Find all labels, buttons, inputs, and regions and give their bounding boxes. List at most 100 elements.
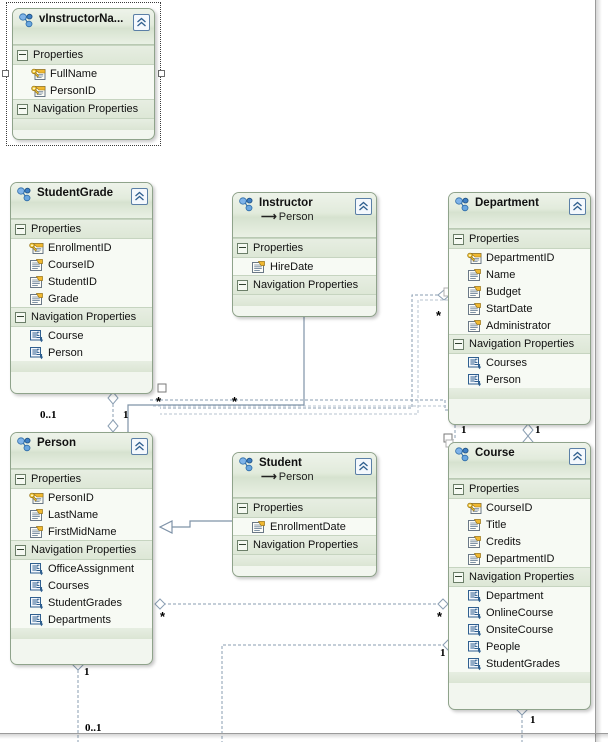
properties-section-header[interactable]: Properties: [449, 229, 590, 249]
navigation-section-header[interactable]: Navigation Properties: [449, 334, 590, 354]
collapse-button[interactable]: [133, 14, 150, 31]
property-row[interactable]: StartDate: [449, 300, 590, 317]
expander-minus-icon[interactable]: [453, 338, 464, 350]
collapse-button[interactable]: [569, 198, 586, 215]
collapse-button[interactable]: [131, 188, 148, 205]
property-row[interactable]: LastName: [11, 506, 152, 523]
collapse-button[interactable]: [131, 438, 148, 455]
chevron-collapse-icon[interactable]: [134, 191, 145, 202]
entity-title-group: Department: [471, 197, 569, 210]
expander-minus-icon[interactable]: [453, 571, 464, 583]
resize-handle[interactable]: [2, 70, 9, 77]
property-row[interactable]: DepartmentID: [449, 249, 590, 266]
chevron-collapse-icon[interactable]: [358, 201, 369, 212]
navigation-row[interactable]: Department: [449, 587, 590, 604]
property-row[interactable]: FirstMidName: [11, 523, 152, 540]
entity-box-person[interactable]: Person Properties PersonID LastName: [10, 432, 153, 665]
navigation-row[interactable]: StudentGrades: [449, 655, 590, 672]
entity-header[interactable]: Instructor⟶Person: [233, 193, 376, 238]
collapse-button[interactable]: [355, 458, 372, 475]
property-row[interactable]: PersonID: [11, 489, 152, 506]
entity-header[interactable]: StudentGrade: [11, 183, 152, 219]
navigation-row[interactable]: Person: [11, 344, 152, 361]
properties-section-header[interactable]: Properties: [233, 498, 376, 518]
resize-handle[interactable]: [158, 70, 165, 77]
navigation-section-header[interactable]: Navigation Properties: [13, 99, 154, 119]
navigation-row[interactable]: OfficeAssignment: [11, 560, 152, 577]
property-row[interactable]: Credits: [449, 533, 590, 550]
navigation-section-header[interactable]: Navigation Properties: [11, 540, 152, 560]
navigation-row[interactable]: Courses: [11, 577, 152, 594]
property-row[interactable]: Budget: [449, 283, 590, 300]
navigation-row[interactable]: OnsiteCourse: [449, 621, 590, 638]
chevron-collapse-icon[interactable]: [134, 441, 145, 452]
expander-minus-icon[interactable]: [15, 311, 26, 323]
property-row[interactable]: CourseID: [11, 256, 152, 273]
entity-header[interactable]: Department: [449, 193, 590, 229]
expander-minus-icon[interactable]: [17, 49, 28, 61]
entity-header[interactable]: Student⟶Person: [233, 453, 376, 498]
entity-header[interactable]: Person: [11, 433, 152, 469]
expander-minus-icon[interactable]: [17, 103, 28, 115]
expander-minus-icon[interactable]: [237, 502, 248, 514]
property-row[interactable]: Grade: [11, 290, 152, 307]
scalar-property-icon: [30, 292, 43, 305]
property-row[interactable]: CourseID: [449, 499, 590, 516]
navigation-row[interactable]: Course: [11, 327, 152, 344]
property-row[interactable]: StudentID: [11, 273, 152, 290]
property-name: StartDate: [486, 302, 533, 315]
expander-minus-icon[interactable]: [237, 279, 248, 291]
navigation-section-header[interactable]: Navigation Properties: [11, 307, 152, 327]
navigation-row[interactable]: Person: [449, 371, 590, 388]
entity-box-instructor[interactable]: Instructor⟶Person Properties HireDate Na…: [232, 192, 377, 317]
property-row[interactable]: EnrollmentDate: [233, 518, 376, 535]
navigation-section-header[interactable]: Navigation Properties: [449, 567, 590, 587]
navigation-section-header[interactable]: Navigation Properties: [233, 275, 376, 295]
properties-section-header[interactable]: Properties: [11, 469, 152, 489]
property-row[interactable]: EnrollmentID: [11, 239, 152, 256]
properties-section-header[interactable]: Properties: [11, 219, 152, 239]
property-row[interactable]: Administrator: [449, 317, 590, 334]
scalar-property-icon: [468, 268, 481, 281]
navigation-row[interactable]: Departments: [11, 611, 152, 628]
entity-box-studentgrade[interactable]: StudentGrade Properties EnrollmentID Cou…: [10, 182, 153, 394]
chevron-collapse-icon[interactable]: [136, 17, 147, 28]
key-property-icon: [467, 502, 482, 514]
navigation-name: People: [486, 640, 521, 653]
entity-box-student[interactable]: Student⟶Person Properties EnrollmentDate…: [232, 452, 377, 577]
properties-section-header[interactable]: Properties: [13, 45, 154, 65]
property-row[interactable]: DepartmentID: [449, 550, 590, 567]
entity-header[interactable]: Course: [449, 443, 590, 479]
expander-minus-icon[interactable]: [237, 242, 248, 254]
property-row[interactable]: Name: [449, 266, 590, 283]
collapse-button[interactable]: [569, 448, 586, 465]
expander-minus-icon[interactable]: [15, 223, 26, 235]
expander-minus-icon[interactable]: [15, 544, 26, 556]
properties-section-header[interactable]: Properties: [449, 479, 590, 499]
expander-minus-icon[interactable]: [237, 539, 248, 551]
property-row[interactable]: PersonID: [13, 82, 154, 99]
expander-minus-icon[interactable]: [15, 473, 26, 485]
chevron-collapse-icon[interactable]: [358, 461, 369, 472]
property-row[interactable]: HireDate: [233, 258, 376, 275]
expander-minus-icon[interactable]: [453, 233, 464, 245]
properties-section-header[interactable]: Properties: [233, 238, 376, 258]
property-name: EnrollmentDate: [270, 520, 346, 533]
entity-header[interactable]: vInstructorNa...: [13, 9, 154, 45]
property-row[interactable]: FullName: [13, 65, 154, 82]
property-row[interactable]: Title: [449, 516, 590, 533]
navigation-row[interactable]: StudentGrades: [11, 594, 152, 611]
expander-minus-icon[interactable]: [453, 483, 464, 495]
entity-box-vinstructorname[interactable]: vInstructorNa... Properties FullName: [12, 8, 155, 140]
entity-box-department[interactable]: Department Properties DepartmentID Name: [448, 192, 591, 425]
navigation-section-header[interactable]: Navigation Properties: [233, 535, 376, 555]
scalar-property-icon: [30, 275, 43, 288]
entity-box-course[interactable]: Course Properties CourseID Title: [448, 442, 591, 710]
collapse-button[interactable]: [355, 198, 372, 215]
navigation-row[interactable]: OnlineCourse: [449, 604, 590, 621]
navigation-row[interactable]: Courses: [449, 354, 590, 371]
chevron-collapse-icon[interactable]: [572, 451, 583, 462]
chevron-collapse-icon[interactable]: [572, 201, 583, 212]
navigation-row[interactable]: People: [449, 638, 590, 655]
